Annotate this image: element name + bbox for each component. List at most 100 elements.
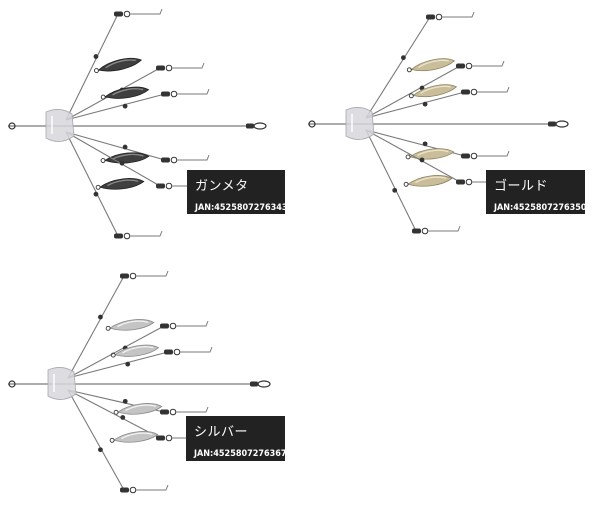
bead: [119, 160, 125, 166]
willow-blade: [94, 57, 142, 74]
split-ring: [465, 178, 473, 186]
split-ring: [165, 64, 173, 72]
swivel: [114, 11, 123, 17]
rig-head: [345, 107, 375, 140]
rig-arm: [365, 129, 510, 160]
rig-arm: [67, 389, 205, 443]
umbrella-rig-gunmetal: [8, 8, 267, 240]
split-ring: [470, 88, 478, 96]
swivel: [120, 487, 129, 493]
rig-arm: [365, 129, 505, 187]
variant-name: ガンメタ: [195, 179, 249, 194]
split-ring: [129, 486, 137, 494]
hook-leader: [477, 86, 510, 93]
label-card-gold: ゴールド JAN:4525807276350: [486, 170, 587, 214]
split-ring: [465, 62, 473, 70]
swivel: [461, 153, 470, 159]
split-ring: [123, 10, 131, 18]
hook-leader: [136, 484, 169, 491]
rig-arm: [65, 131, 210, 164]
split-ring: [123, 232, 131, 240]
bead: [98, 447, 103, 453]
hook-leader: [130, 8, 163, 15]
split-ring: [170, 90, 178, 98]
willow-blade: [100, 152, 150, 164]
swivel: [156, 183, 165, 189]
hook-leader: [442, 11, 475, 18]
rig-arm: [65, 8, 163, 121]
rig-arm: [67, 319, 209, 379]
rig-arm: [67, 389, 209, 416]
rig-arm: [65, 131, 163, 240]
umbrella-rig-gold: [308, 11, 569, 235]
hook-leader: [176, 320, 209, 327]
rig-arm: [65, 86, 210, 121]
willow-blade: [105, 319, 155, 331]
willow-blade: [405, 148, 455, 160]
swivel: [161, 157, 170, 163]
swivel: [461, 89, 470, 95]
hook-leader: [176, 406, 209, 413]
willow-blade: [406, 58, 456, 73]
hook-leader: [477, 150, 510, 157]
hook-leader: [177, 88, 210, 95]
rig-arm: [365, 129, 461, 235]
swivel: [156, 435, 165, 441]
willow-blade: [408, 84, 458, 99]
bead: [122, 398, 128, 404]
rig-arm: [365, 58, 505, 119]
line-tie-ring: [308, 120, 316, 128]
bead: [125, 361, 131, 367]
jan-code: JAN:4525807276350: [494, 203, 587, 213]
split-ring: [165, 182, 173, 190]
variant-name: ゴールド: [494, 179, 549, 194]
bead: [422, 101, 428, 107]
swivel: [160, 323, 169, 329]
rig-arm: [365, 11, 475, 119]
split-ring: [421, 227, 429, 235]
swivel: [412, 228, 421, 234]
swivel: [120, 273, 129, 279]
label-card-gunmetal: ガンメタ JAN:4525807276343: [187, 170, 288, 214]
variant-gold: ゴールド JAN:4525807276350: [300, 0, 600, 250]
split-ring: [435, 13, 443, 21]
snap-swivel: [250, 381, 258, 387]
swivel: [456, 179, 465, 185]
willow-blade: [403, 175, 453, 187]
willow-blade: [100, 86, 150, 100]
variant-gunmetal: ガンメタ JAN:4525807276343: [0, 0, 300, 250]
swivel: [114, 233, 123, 239]
snap: [257, 380, 271, 388]
hook-leader: [180, 346, 213, 353]
swivel: [164, 349, 173, 355]
rig-head: [45, 109, 75, 142]
hook-leader: [428, 225, 461, 232]
split-ring: [129, 272, 137, 280]
bead: [93, 54, 99, 59]
willow-blade: [95, 178, 145, 190]
swivel: [160, 409, 169, 415]
rig-arm: [67, 344, 213, 379]
swivel: [161, 91, 170, 97]
hook-leader: [177, 154, 210, 161]
hook-leader: [472, 60, 505, 67]
split-ring: [169, 322, 177, 330]
split-ring: [169, 408, 177, 416]
variant-name: シルバー: [194, 425, 249, 440]
variant-silver: シルバー JAN:4525807276367: [0, 262, 300, 510]
bead: [401, 55, 406, 61]
line-tie-ring: [8, 380, 16, 388]
rig-arm: [67, 389, 169, 494]
snap: [253, 122, 267, 130]
split-ring: [170, 156, 178, 164]
line-tie-ring: [8, 122, 16, 130]
rig-head: [47, 367, 77, 400]
hook-leader: [130, 230, 163, 237]
bead: [120, 415, 126, 420]
rig-arm: [67, 270, 169, 379]
split-ring: [165, 434, 173, 442]
swivel: [456, 63, 465, 69]
snap-swivel: [246, 123, 254, 129]
hook-leader: [136, 270, 169, 277]
snap-swivel: [548, 121, 556, 127]
